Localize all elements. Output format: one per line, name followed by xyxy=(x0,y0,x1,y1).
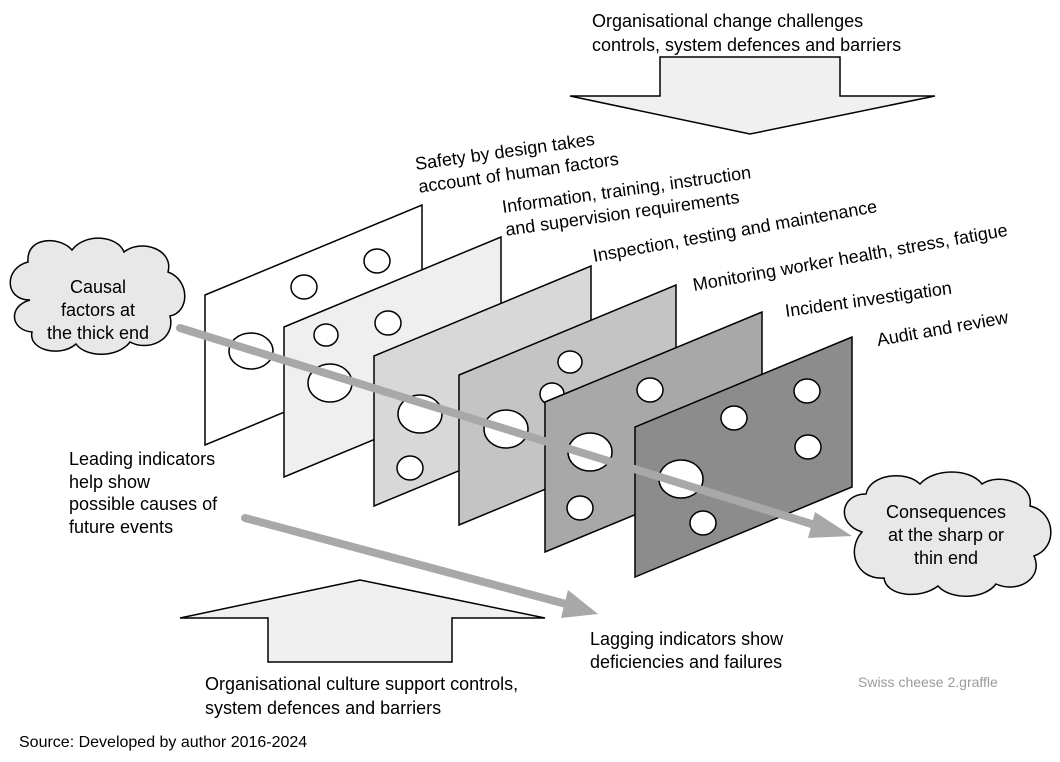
slice-6-hole xyxy=(689,510,717,536)
slice-2-hole xyxy=(313,323,339,347)
slice-2-hole xyxy=(374,310,402,336)
leading-text-line4: future events xyxy=(69,517,173,537)
trajectory-arrow-line xyxy=(176,324,822,530)
layer-6-line1: Audit and review xyxy=(875,307,1011,350)
slice-6-hole xyxy=(720,405,748,431)
slice-1-hole xyxy=(290,274,318,300)
layer-label-5: Incident investigation xyxy=(784,278,953,321)
indicator-arrowhead xyxy=(561,590,598,618)
top-arrow-text-line1: Organisational change challenges xyxy=(592,11,863,31)
layer-label-6: Audit and review xyxy=(875,307,1011,350)
leading-text-line3: possible causes of xyxy=(69,494,218,514)
causal-cloud-line3: the thick end xyxy=(47,323,149,343)
causal-cloud-line2: factors at xyxy=(61,300,135,320)
leading-text-line2: help show xyxy=(69,472,151,492)
slice-6-hole xyxy=(793,378,821,404)
consequences-cloud-line3: thin end xyxy=(914,548,978,568)
slice-4-hole xyxy=(557,350,583,374)
consequences-cloud-line2: at the sharp or xyxy=(888,525,1004,545)
causal-factors-cloud xyxy=(9,237,186,355)
bottom-arrow-text-line1: Organisational culture support controls, xyxy=(205,674,518,694)
consequences-cloud-line1: Consequences xyxy=(886,502,1006,522)
consequences-cloud xyxy=(843,471,1052,597)
slice-5-hole xyxy=(566,495,594,521)
indicator-arrow-line xyxy=(241,514,570,608)
lagging-text-line1: Lagging indicators show xyxy=(590,629,784,649)
bottom-arrow-text-line2: system defences and barriers xyxy=(205,698,441,718)
leading-text-line1: Leading indicators xyxy=(69,449,215,469)
bottom-block-arrow xyxy=(179,579,546,663)
top-block-arrow xyxy=(569,56,936,135)
layer-5-line1: Incident investigation xyxy=(784,278,953,321)
file-label: Swiss cheese 2.graffle xyxy=(858,674,998,690)
trajectory-arrowhead xyxy=(808,512,852,538)
slice-6-hole xyxy=(794,434,822,460)
slice-1-hole xyxy=(363,248,391,274)
slice-5-hole xyxy=(636,377,664,403)
lagging-text-line2: deficiencies and failures xyxy=(590,652,782,672)
source-caption: Source: Developed by author 2016-2024 xyxy=(19,734,307,751)
top-arrow-text-line2: controls, system defences and barriers xyxy=(592,35,901,55)
slice-3-hole xyxy=(396,455,424,481)
cheese-slice-6 xyxy=(634,335,853,579)
causal-cloud-line1: Causal xyxy=(70,277,126,297)
